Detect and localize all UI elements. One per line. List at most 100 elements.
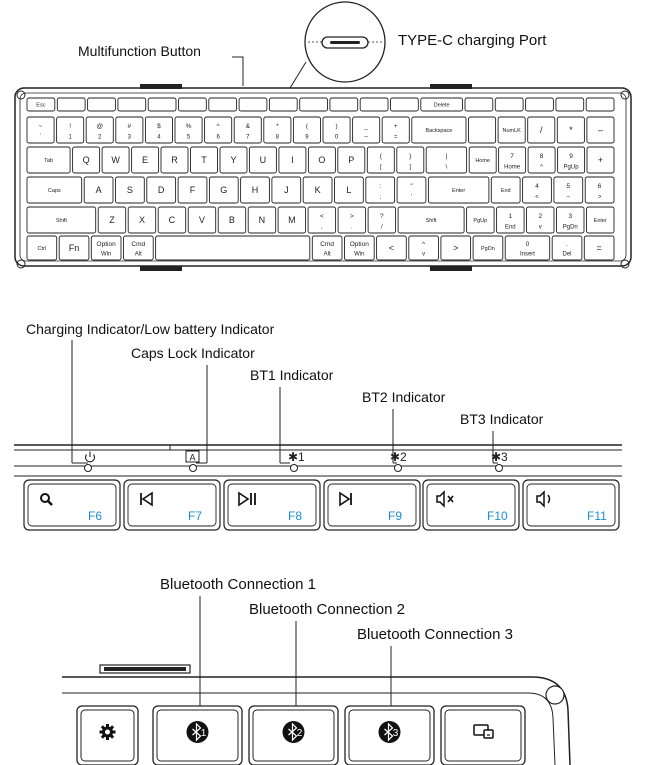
hinge-tab <box>140 266 182 271</box>
key-secondary-label: – <box>364 134 368 140</box>
key-primary-label: % <box>186 123 192 130</box>
keyboard-key <box>219 146 248 174</box>
key-secondary-label: v <box>539 224 542 230</box>
bluetooth-icon: 2 <box>282 721 305 743</box>
function-key <box>522 479 620 531</box>
keyboard-key <box>583 235 615 261</box>
keyboard-key <box>497 116 526 144</box>
key-secondary-label: / <box>381 224 383 230</box>
key-label: Fn <box>69 243 80 253</box>
bt2-symbol: ✱2 <box>390 450 407 464</box>
keyboard-key <box>498 146 527 174</box>
keyboard-key <box>56 97 86 112</box>
keyboard-key <box>367 206 397 234</box>
keyboard-key <box>157 206 187 234</box>
key-label: Esc <box>36 102 45 108</box>
previous-track-icon <box>140 491 153 507</box>
key-label: < <box>389 243 394 253</box>
keyboard-key <box>396 146 425 174</box>
key-secondary-label: – <box>567 194 571 200</box>
keyboard-key <box>177 176 208 204</box>
key-label: W <box>111 155 120 165</box>
keyboard-key <box>127 206 157 234</box>
keyboard-key <box>160 146 189 174</box>
key-primary-label: * <box>276 123 279 130</box>
charging-led <box>84 464 92 472</box>
volume-down-icon <box>536 490 551 508</box>
key-label: U <box>260 155 267 165</box>
keyboard-key <box>585 97 615 112</box>
keyboard-key <box>425 146 468 174</box>
caps-lock-indicator-label: Caps Lock Indicator <box>131 345 255 361</box>
keyboard-key <box>155 235 311 261</box>
next-track-icon <box>339 491 352 507</box>
key-primary-label: & <box>246 123 251 130</box>
key-secondary-label: ' <box>411 194 412 200</box>
key-label: > <box>453 243 458 253</box>
key-label: C <box>169 215 176 225</box>
key-secondary-label: 6 <box>216 134 220 140</box>
key-secondary-label: 8 <box>276 134 280 140</box>
keyboard-key <box>72 146 101 174</box>
keyboard-key <box>526 206 555 234</box>
keyboard-key <box>144 116 173 144</box>
key-secondary-label: < <box>535 194 539 200</box>
key-primary-label: Option <box>97 241 117 248</box>
keyboard-key <box>527 146 556 174</box>
charging-indicator-label: Charging Indicator/Low battery Indicator <box>26 321 275 337</box>
keyboard-key <box>307 206 337 234</box>
keyboard-key <box>390 97 419 112</box>
key-label: F <box>190 185 196 195</box>
key-primary-label: 2 <box>538 213 542 220</box>
keyboard-key <box>555 97 585 112</box>
keyboard-key <box>525 97 554 112</box>
key-secondary-label: . <box>351 224 353 230</box>
keyboard-key <box>83 176 114 204</box>
key-primary-label: 5 <box>567 183 571 190</box>
key-label: D <box>158 185 165 195</box>
gear-icon <box>99 724 116 740</box>
keyboard-key <box>26 235 58 261</box>
key-secondary-label: PgDn <box>563 224 578 230</box>
key-secondary-label: 7 <box>246 134 250 140</box>
keyboard-key <box>263 116 292 144</box>
keyboard-key <box>397 206 465 234</box>
function-key-label: F8 <box>288 509 302 523</box>
bluetooth-connection-3-label: Bluetooth Connection 3 <box>357 626 513 643</box>
keyboard-key <box>586 116 615 144</box>
keyboard-key <box>174 116 203 144</box>
keyboard-key <box>490 176 521 204</box>
bluetooth-view: 1 2 3 <box>62 596 571 765</box>
key-label: H <box>252 185 259 195</box>
key-primary-label: ( <box>306 123 309 130</box>
key-label: T <box>201 155 207 165</box>
keyboard-key <box>551 235 583 261</box>
keyboard-key <box>299 97 328 112</box>
key-secondary-label: 3 <box>128 134 132 140</box>
key-label: Delete <box>434 102 450 108</box>
device-switch-icon <box>473 724 494 739</box>
keyboard-key <box>472 235 504 261</box>
hinge-tab <box>430 266 472 271</box>
key-primary-label: + <box>394 123 398 130</box>
bluetooth-connection-1-label: Bluetooth Connection 1 <box>160 576 316 593</box>
bluetooth-icon: 3 <box>378 721 401 743</box>
key-label: Q <box>83 155 90 165</box>
key-primary-label: { <box>380 153 383 160</box>
key-primary-label: ) <box>335 123 337 130</box>
key-primary-label: 9 <box>569 153 573 160</box>
key-label: V <box>199 215 205 225</box>
key-secondary-label: > <box>598 194 602 200</box>
key-primary-label: < <box>320 213 324 220</box>
key-primary-label: 1 <box>508 213 512 220</box>
bluetooth-channel-number: 1 <box>201 728 207 739</box>
keyboard-key <box>344 235 375 261</box>
key-label: Y <box>230 155 236 165</box>
keyboard-key <box>329 97 359 112</box>
keyboard-key <box>337 206 367 234</box>
key-label: O <box>318 155 325 165</box>
key-primary-label: $ <box>157 123 161 130</box>
keyboard-key <box>26 97 56 112</box>
key-primary-label: 6 <box>598 183 602 190</box>
